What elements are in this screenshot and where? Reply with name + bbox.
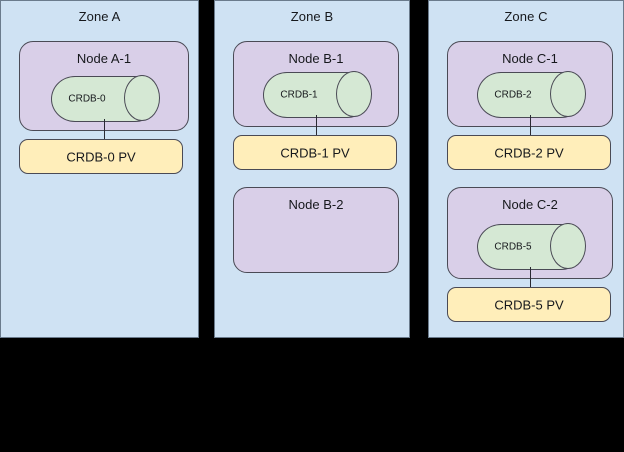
node-label: Node B-1 <box>288 51 344 66</box>
pv-box-crdb-5-pv[interactable]: CRDB-5 PV <box>447 287 611 322</box>
database-label: CRDB-1 <box>280 89 318 101</box>
cylinder-end-cap <box>336 71 372 117</box>
node-label: Node C-1 <box>502 51 558 66</box>
pv-box-crdb-1-pv[interactable]: CRDB-1 PV <box>233 135 397 170</box>
connector-line <box>104 119 105 139</box>
pv-label: CRDB-1 PV <box>280 145 350 160</box>
pv-label: CRDB-0 PV <box>66 149 136 164</box>
pv-label: CRDB-2 PV <box>494 145 564 160</box>
pv-label: CRDB-5 PV <box>494 297 564 312</box>
node-box-node-b-2[interactable]: Node B-2 <box>233 187 399 273</box>
database-cylinder-crdb-2[interactable]: CRDB-2 <box>477 71 586 118</box>
zone-title: Zone C <box>504 9 548 24</box>
zone-title: Zone A <box>78 9 121 24</box>
database-label: CRDB-0 <box>68 93 106 105</box>
zone-title: Zone B <box>290 9 334 24</box>
connector-line <box>530 267 531 287</box>
node-label: Node B-2 <box>288 197 344 212</box>
database-label: CRDB-5 <box>494 241 532 253</box>
node-label: Node A-1 <box>76 51 132 66</box>
connector-line <box>530 115 531 135</box>
connector-line <box>316 115 317 135</box>
cylinder-end-cap <box>124 75 160 121</box>
database-label: CRDB-2 <box>494 89 532 101</box>
pv-box-crdb-2-pv[interactable]: CRDB-2 PV <box>447 135 611 170</box>
cylinder-end-cap <box>550 71 586 117</box>
database-cylinder-crdb-0[interactable]: CRDB-0 <box>51 75 160 122</box>
database-cylinder-crdb-1[interactable]: CRDB-1 <box>263 71 372 118</box>
database-cylinder-crdb-5[interactable]: CRDB-5 <box>477 223 586 270</box>
node-label: Node C-2 <box>502 197 558 212</box>
pv-box-crdb-0-pv[interactable]: CRDB-0 PV <box>19 139 183 174</box>
cylinder-end-cap <box>550 223 586 269</box>
